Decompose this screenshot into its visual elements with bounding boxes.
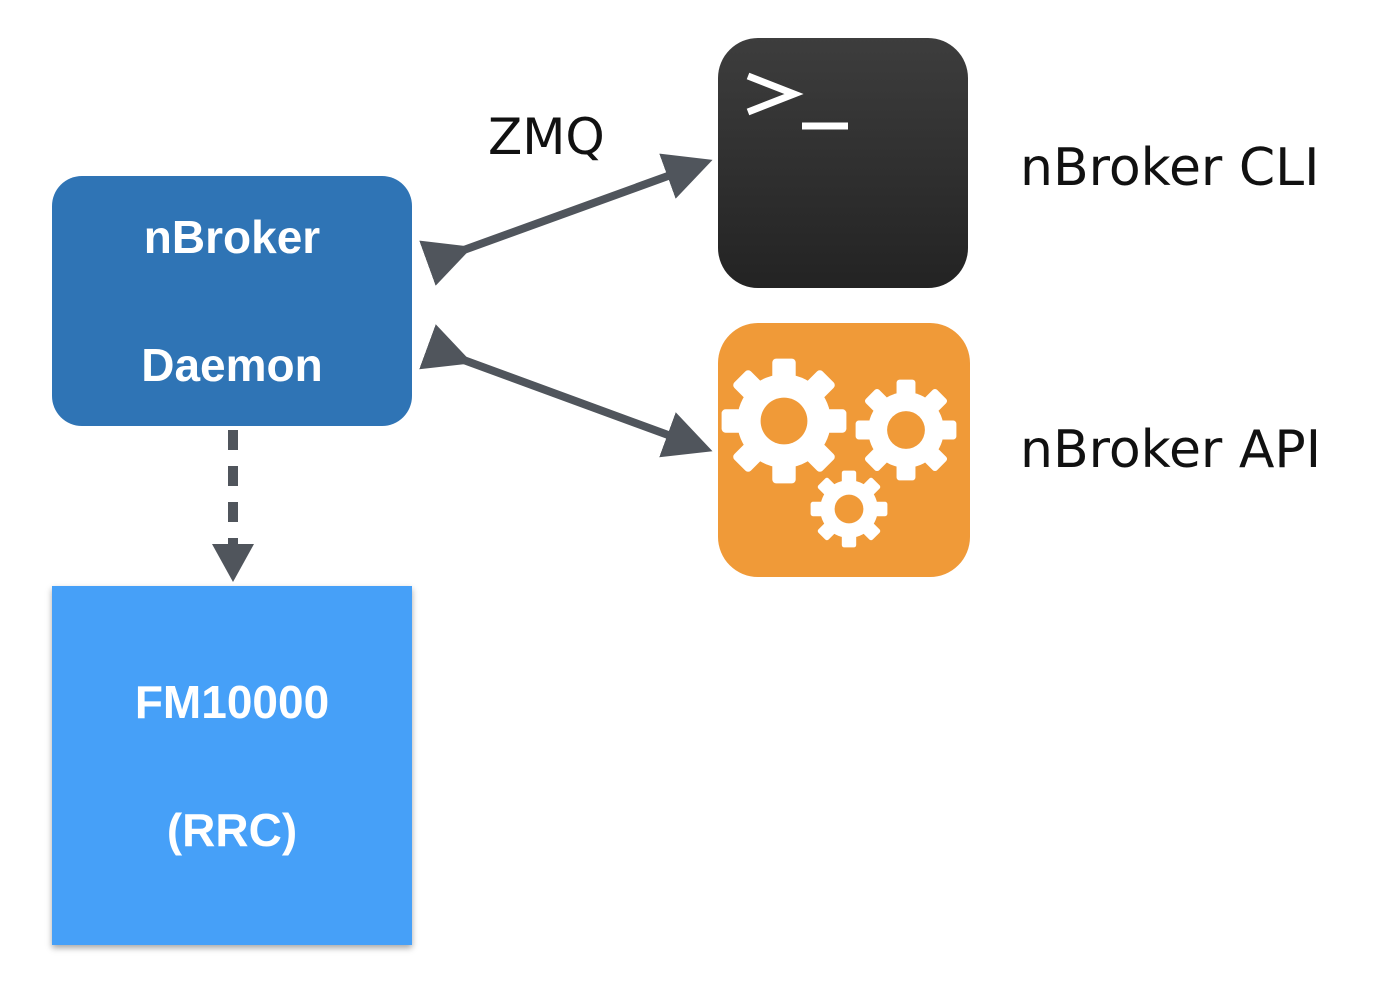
daemon-label-line1: nBroker [143, 211, 321, 263]
zmq-label: ZMQ [488, 108, 605, 166]
fm-label-line1: FM10000 [134, 675, 330, 728]
fm10000-node[interactable]: FM10000 (RRC) [52, 586, 412, 945]
daemon-to-fm-arrowhead [212, 544, 254, 582]
api-label: nBroker API [1020, 420, 1322, 480]
terminal-prompt-glyph [746, 72, 848, 130]
zmq-arrow [419, 153, 713, 286]
daemon-label-line2: Daemon [141, 339, 323, 391]
daemon-node[interactable]: nBroker Daemon [52, 176, 412, 426]
gears-glyph [721, 358, 957, 548]
fm-label-line2: (RRC) [166, 803, 298, 856]
terminal-icon[interactable] [718, 38, 968, 288]
cli-label: nBroker CLI [1020, 138, 1320, 198]
gears-icon[interactable] [718, 323, 970, 577]
api-arrow [419, 324, 713, 458]
